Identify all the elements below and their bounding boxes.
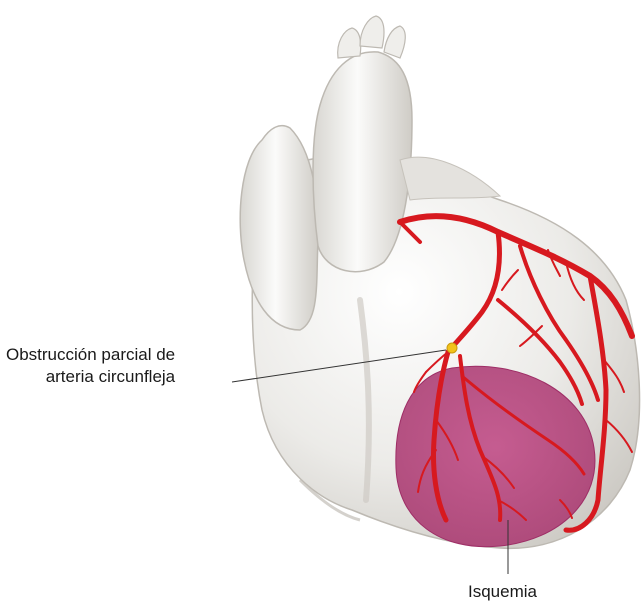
pulmonary-region — [400, 157, 500, 200]
obstruction-label-line1: Obstrucción parcial de — [6, 344, 175, 366]
obstruction-label: Obstrucción parcial de arteria circunfle… — [6, 344, 175, 388]
arch-vessel-mid — [360, 16, 384, 48]
ischemia-label: Isquemia — [468, 581, 537, 603]
arch-vessel-left — [338, 28, 361, 58]
obstruction-label-line2: arteria circunfleja — [6, 366, 175, 388]
aorta — [313, 52, 412, 272]
arch-vessel-right — [384, 26, 405, 58]
obstruction-marker — [447, 343, 457, 353]
